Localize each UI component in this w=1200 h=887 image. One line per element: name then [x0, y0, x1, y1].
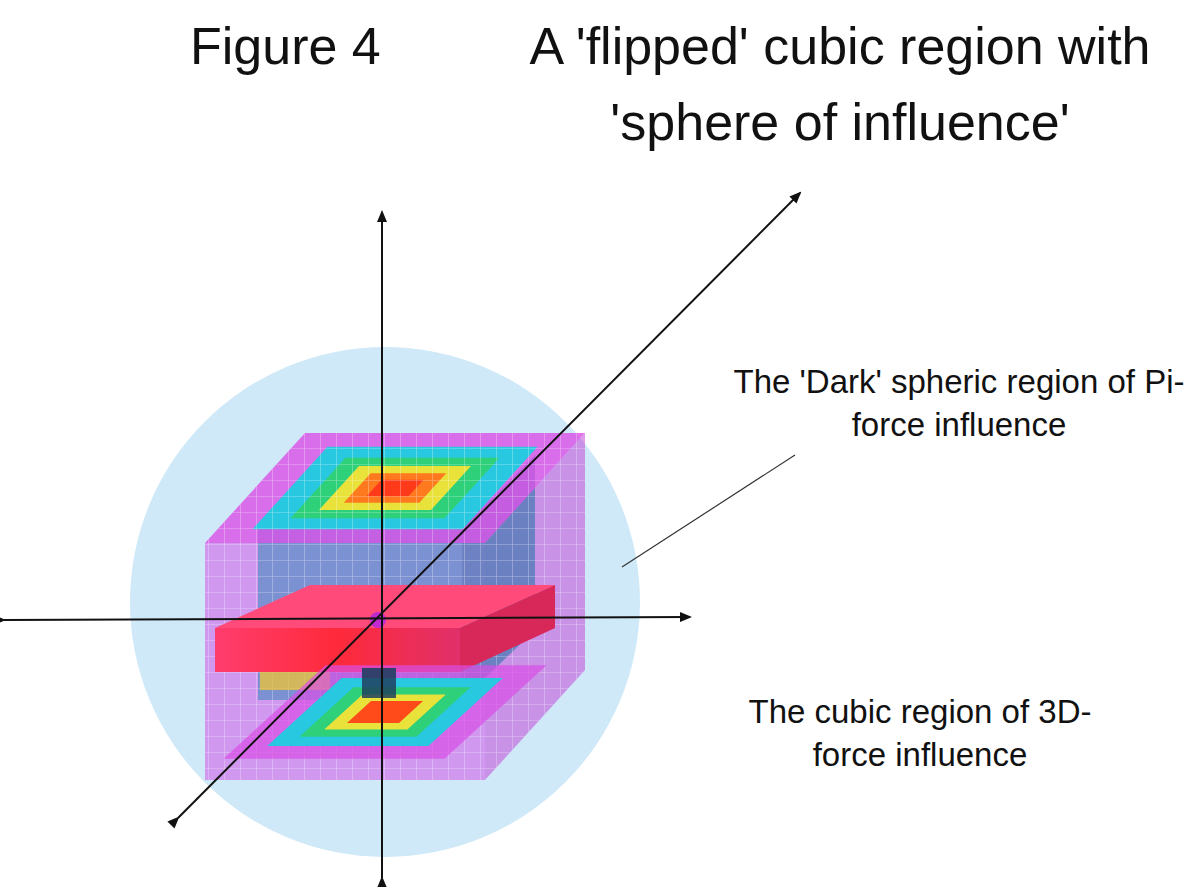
- region-label: The 'Dark' spheric region of Pi-force in…: [728, 360, 1190, 446]
- figure-title: A 'flipped' cubic region with 'sphere of…: [488, 8, 1192, 160]
- figure-number: Figure 4: [190, 8, 450, 84]
- region-label: The cubic region of 3D-force influence: [720, 690, 1120, 776]
- sphere-region: [130, 347, 640, 857]
- cube-region: [205, 433, 585, 780]
- leader-line: [622, 455, 795, 567]
- axes: [4, 193, 800, 878]
